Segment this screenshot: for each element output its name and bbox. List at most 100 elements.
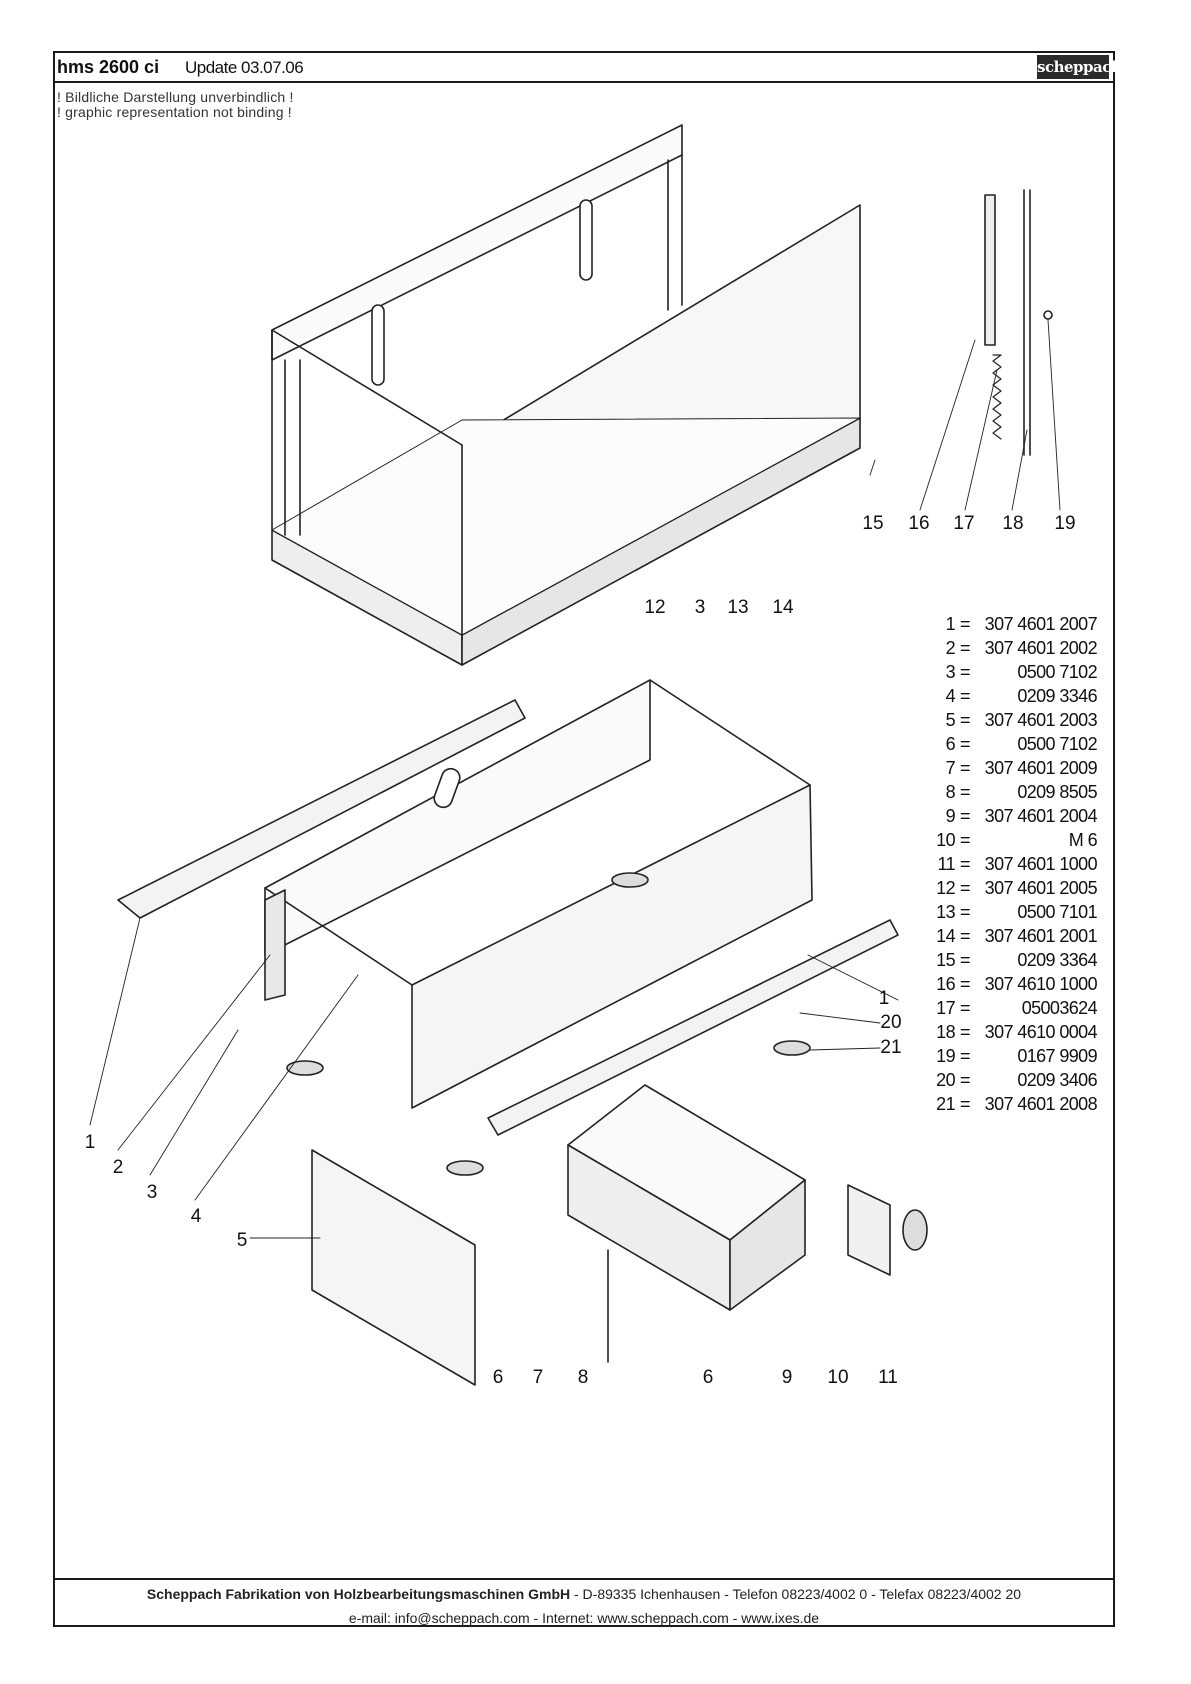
part-number: 10 [936,830,955,850]
part-number: 5 [945,710,956,730]
header-bar: hms 2600 ci Update 03.07.06 scheppach [55,53,1122,83]
part-code: 307 4601 2007 [984,614,1098,634]
upper-housing [271,124,861,666]
parts-row: 13= 0500 7101 [905,900,1105,924]
parts-row: 5= 307 4601 2003 [905,708,1105,732]
footer-company-line: Scheppach Fabrikation von Holzbearbeitun… [55,1586,1113,1602]
part-code: 0209 8505 [1017,782,1097,802]
callout-13: 13 [727,597,749,618]
equals-sign: = [960,998,971,1018]
equals-sign: = [960,830,971,850]
callout-1-left: 1 [84,1132,96,1153]
equals-sign: = [960,782,971,802]
part-number: 20 [936,1070,955,1090]
callout-21: 21 [880,1037,902,1058]
parts-row: 21=307 4601 2008 [905,1092,1105,1116]
part-number: 4 [945,686,956,706]
part-code: 0209 3364 [1017,950,1097,970]
part-code: 307 4601 2001 [984,926,1098,946]
parts-row: 10= M 6 [905,828,1105,852]
equals-sign: = [960,686,971,706]
bracket-part [847,1184,928,1276]
brand-logo: scheppach [1037,55,1122,79]
part-number: 13 [936,902,955,922]
equals-sign: = [960,950,971,970]
equals-sign: = [960,734,971,754]
parts-row: 8= 0209 8505 [905,780,1105,804]
part-code: 0209 3346 [1017,686,1097,706]
part-number: 16 [936,974,955,994]
part-number: 8 [945,782,956,802]
callout-5: 5 [236,1230,248,1251]
equals-sign: = [960,1022,971,1042]
cover-plate [311,1149,476,1386]
part-code: 307 4601 2004 [984,806,1098,826]
part-number: 12 [936,878,955,898]
part-number: 21 [936,1094,955,1114]
equals-sign: = [960,926,971,946]
lower-box [567,1084,806,1363]
equals-sign: = [960,1070,971,1090]
parts-row: 19= 0167 9909 [905,1044,1105,1068]
callout-15: 15 [862,513,884,534]
disclaimer-en: ! graphic representation not binding ! [57,104,292,120]
part-code: M 6 [1068,830,1098,850]
parts-row: 18= 307 4610 0004 [905,1020,1105,1044]
part-number: 7 [945,758,956,778]
equals-sign: = [960,638,971,658]
part-code: 0500 7102 [1017,662,1097,682]
equals-sign: = [960,710,971,730]
equals-sign: = [960,1046,971,1066]
parts-row: 16=307 4610 1000 [905,972,1105,996]
callout-7: 7 [532,1367,544,1388]
equals-sign: = [960,854,971,874]
callout-17: 17 [953,513,975,534]
part-number: 18 [936,1022,955,1042]
equals-sign: = [960,902,971,922]
parts-row: 11=307 4601 1000 [905,852,1105,876]
part-code: 0500 7101 [1017,902,1097,922]
callout-10: 10 [827,1367,849,1388]
lower-frame [117,679,899,1176]
callout-8: 8 [577,1367,589,1388]
disclaimer-de: ! Bildliche Darstellung unverbindlich ! [57,89,294,105]
callout-20: 20 [880,1012,902,1033]
part-code: 0500 7102 [1017,734,1097,754]
equals-sign: = [960,806,971,826]
part-code: 307 4601 2005 [984,878,1098,898]
footer-contact: e-mail: info@scheppach.com - Internet: w… [348,1610,820,1626]
callout-1-right: 1 [878,988,890,1009]
equals-sign: = [960,974,971,994]
model-name: hms 2600 ci [57,57,160,77]
part-number: 3 [945,662,956,682]
part-code: 0209 3406 [1017,1070,1097,1090]
callout-6-right: 6 [702,1367,714,1388]
part-number: 14 [936,926,955,946]
parts-row: 20= 0209 3406 [905,1068,1105,1092]
parts-row: 7= 307 4601 2009 [905,756,1105,780]
parts-row: 15=0209 3364 [905,948,1105,972]
parts-row: 9=307 4601 2004 [905,804,1105,828]
callout-4: 4 [190,1206,202,1227]
parts-row: 1=307 4601 2007 [905,612,1105,636]
parts-row: 17=05003624 [905,996,1105,1020]
footer-address: - D-89335 Ichenhausen - Telefon 08223/40… [570,1586,1022,1602]
part-code: 307 4601 2003 [984,710,1098,730]
callout-16: 16 [908,513,930,534]
parts-row: 14= 307 4601 2001 [905,924,1105,948]
equals-sign: = [960,878,971,898]
part-code: 307 4610 0004 [984,1022,1098,1042]
part-code: 0167 9909 [1017,1046,1097,1066]
part-code: 307 4601 2009 [984,758,1098,778]
equals-sign: = [960,1094,971,1114]
equals-sign: = [960,662,971,682]
parts-row: 2=307 4601 2002 [905,636,1105,660]
update-date: Update 03.07.06 [185,58,304,77]
callout-19: 19 [1054,513,1076,534]
callout-3-left: 3 [146,1182,158,1203]
equals-sign: = [960,758,971,778]
part-number: 17 [936,998,955,1018]
part-number: 19 [936,1046,955,1066]
parts-row: 12= 307 4601 2005 [905,876,1105,900]
